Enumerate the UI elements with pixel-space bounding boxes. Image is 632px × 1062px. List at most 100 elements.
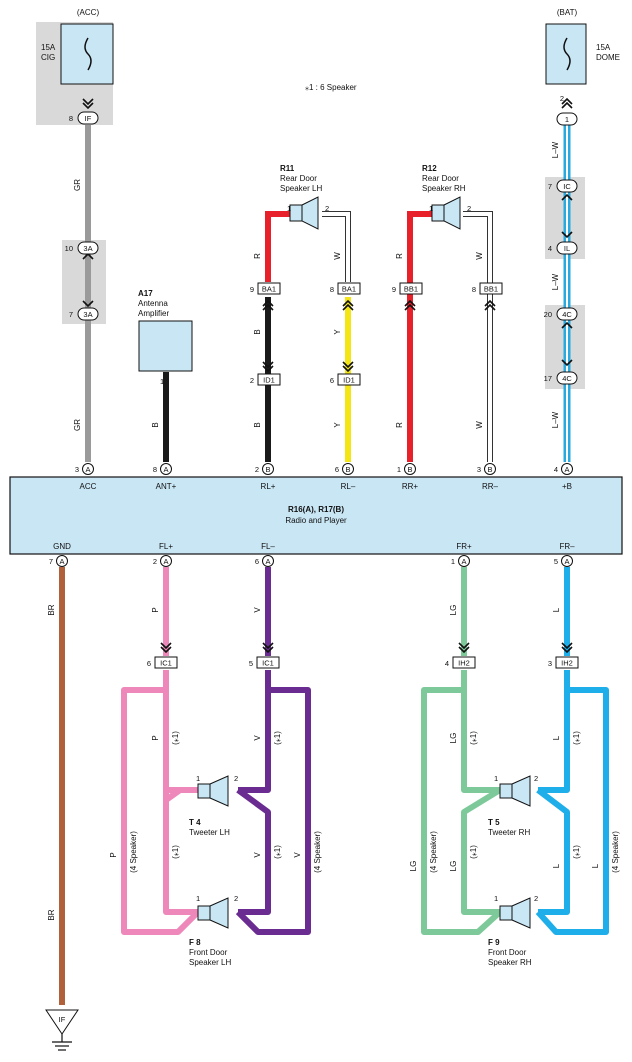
label-star-fl4: (⁎1) <box>273 845 282 859</box>
svg-text:IC1: IC1 <box>262 659 274 668</box>
radio-top-pin-number: 4 <box>554 465 558 474</box>
label-br-2: BR <box>47 909 56 920</box>
label-b-rl2: B <box>253 422 262 427</box>
r11-line2: Speaker LH <box>280 184 322 193</box>
label-l-1: L <box>552 607 561 612</box>
svg-text:8: 8 <box>69 114 73 123</box>
acc-fuse-source: (ACC) <box>77 8 100 17</box>
f8-line2: Speaker LH <box>189 958 231 967</box>
radio-top-conn: A <box>85 465 90 474</box>
svg-text:3A: 3A <box>83 244 92 253</box>
radio-top-pin-number: 1 <box>397 465 401 474</box>
svg-text:9: 9 <box>392 285 396 294</box>
radio-top-pin-label: ANT+ <box>156 482 177 491</box>
radio-top-pin-number: 3 <box>75 465 79 474</box>
front-speaker-lh <box>197 897 229 929</box>
svg-text:ID1: ID1 <box>343 376 355 385</box>
radio-top-pin-label: RL+ <box>261 482 276 491</box>
svg-text:4C: 4C <box>562 374 572 383</box>
label-b-ant: B <box>151 422 160 427</box>
f8-pin1: 1 <box>196 894 200 903</box>
wire-rr-minus-w <box>463 211 493 462</box>
svg-text:7: 7 <box>69 310 73 319</box>
t5-name: Tweeter RH <box>488 828 530 837</box>
label-star-fr2: (⁎1) <box>469 845 478 859</box>
label-v-2: V <box>253 735 262 741</box>
rear-speaker-lh <box>289 196 319 230</box>
label-r-rl: R <box>253 253 262 259</box>
radio-id: R16(A), R17(B) <box>288 505 344 514</box>
svg-text:BB1: BB1 <box>484 285 498 294</box>
svg-text:IC1: IC1 <box>160 659 172 668</box>
connector-3a-bottom: 3A 7 <box>69 307 99 321</box>
svg-text:6: 6 <box>330 376 334 385</box>
label-w-rr2: W <box>475 421 484 429</box>
svg-text:IC: IC <box>563 182 571 191</box>
t5-pin2: 2 <box>534 774 538 783</box>
radio-bottom-conn: A <box>564 557 569 566</box>
f9-id: F 9 <box>488 938 500 947</box>
label-lg-4: LG <box>449 861 458 872</box>
t4-pin1: 1 <box>196 774 200 783</box>
f8-id: F 8 <box>189 938 201 947</box>
label-4sp-fr1: (4 Speaker) <box>429 831 438 873</box>
ground-label: IF <box>59 1015 66 1024</box>
connector-id1-left: ID1 2 <box>250 373 281 386</box>
connector-il: IL 4 <box>548 241 578 255</box>
svg-text:BB1: BB1 <box>404 285 418 294</box>
front-speaker-rh <box>499 897 531 929</box>
svg-text:1: 1 <box>565 115 569 124</box>
radio-bottom-pin-number: 2 <box>153 557 157 566</box>
connector-1: 1 2 <box>556 94 578 126</box>
tweeter-rh <box>499 775 531 807</box>
label-v-3: V <box>253 852 262 858</box>
t5-pin1: 1 <box>494 774 498 783</box>
radio-top-pin-label: RR+ <box>402 482 419 491</box>
f9-pin2: 2 <box>534 894 538 903</box>
svg-text:IL: IL <box>564 244 570 253</box>
radio-top-pin-number: 8 <box>153 465 157 474</box>
label-r-rr1: R <box>395 253 404 259</box>
r11-pin2: 2 <box>325 204 329 213</box>
connector-ic1-right: IC1 5 <box>249 656 280 669</box>
radio-bottom-pin-number: 7 <box>49 557 53 566</box>
ground-symbol <box>52 1034 72 1051</box>
label-l-3: L <box>552 863 561 868</box>
f9-pin1: 1 <box>494 894 498 903</box>
radio-bottom-conn: A <box>461 557 466 566</box>
svg-text:2: 2 <box>560 94 564 103</box>
label-lw-3: L–W <box>551 411 560 428</box>
connector-3a-top: 3A 10 <box>65 241 99 255</box>
svg-text:3A: 3A <box>83 310 92 319</box>
label-star-fr1: (⁎1) <box>469 731 478 745</box>
r11-id: R11 <box>280 164 295 173</box>
radio-top-conn: B <box>265 465 270 474</box>
r11-pin1: 1 <box>287 204 291 213</box>
svg-text:20: 20 <box>544 310 552 319</box>
label-b-rl1: B <box>253 329 262 334</box>
bat-fuse-box <box>545 23 587 85</box>
label-4sp-fr2: (4 Speaker) <box>611 831 620 873</box>
radio-bottom-pin-label: FR+ <box>456 542 472 551</box>
bat-fuse-name: DOME <box>596 53 620 62</box>
radio-bottom-conn: A <box>59 557 64 566</box>
label-lw-2: L–W <box>551 273 560 290</box>
r12-id: R12 <box>422 164 437 173</box>
svg-text:5: 5 <box>249 659 253 668</box>
connector-if: IF 8 <box>69 111 99 125</box>
ground-connector <box>45 1009 79 1035</box>
radio-top-pin-label: RR– <box>482 482 499 491</box>
radio-name: Radio and Player <box>285 516 347 525</box>
r12-line2: Speaker RH <box>422 184 466 193</box>
connector-ih2-right: IH2 3 <box>548 656 579 669</box>
svg-text:6: 6 <box>147 659 151 668</box>
label-p-2: P <box>151 735 160 740</box>
radio-top-conn: B <box>487 465 492 474</box>
antenna-amplifier-box <box>138 320 193 372</box>
